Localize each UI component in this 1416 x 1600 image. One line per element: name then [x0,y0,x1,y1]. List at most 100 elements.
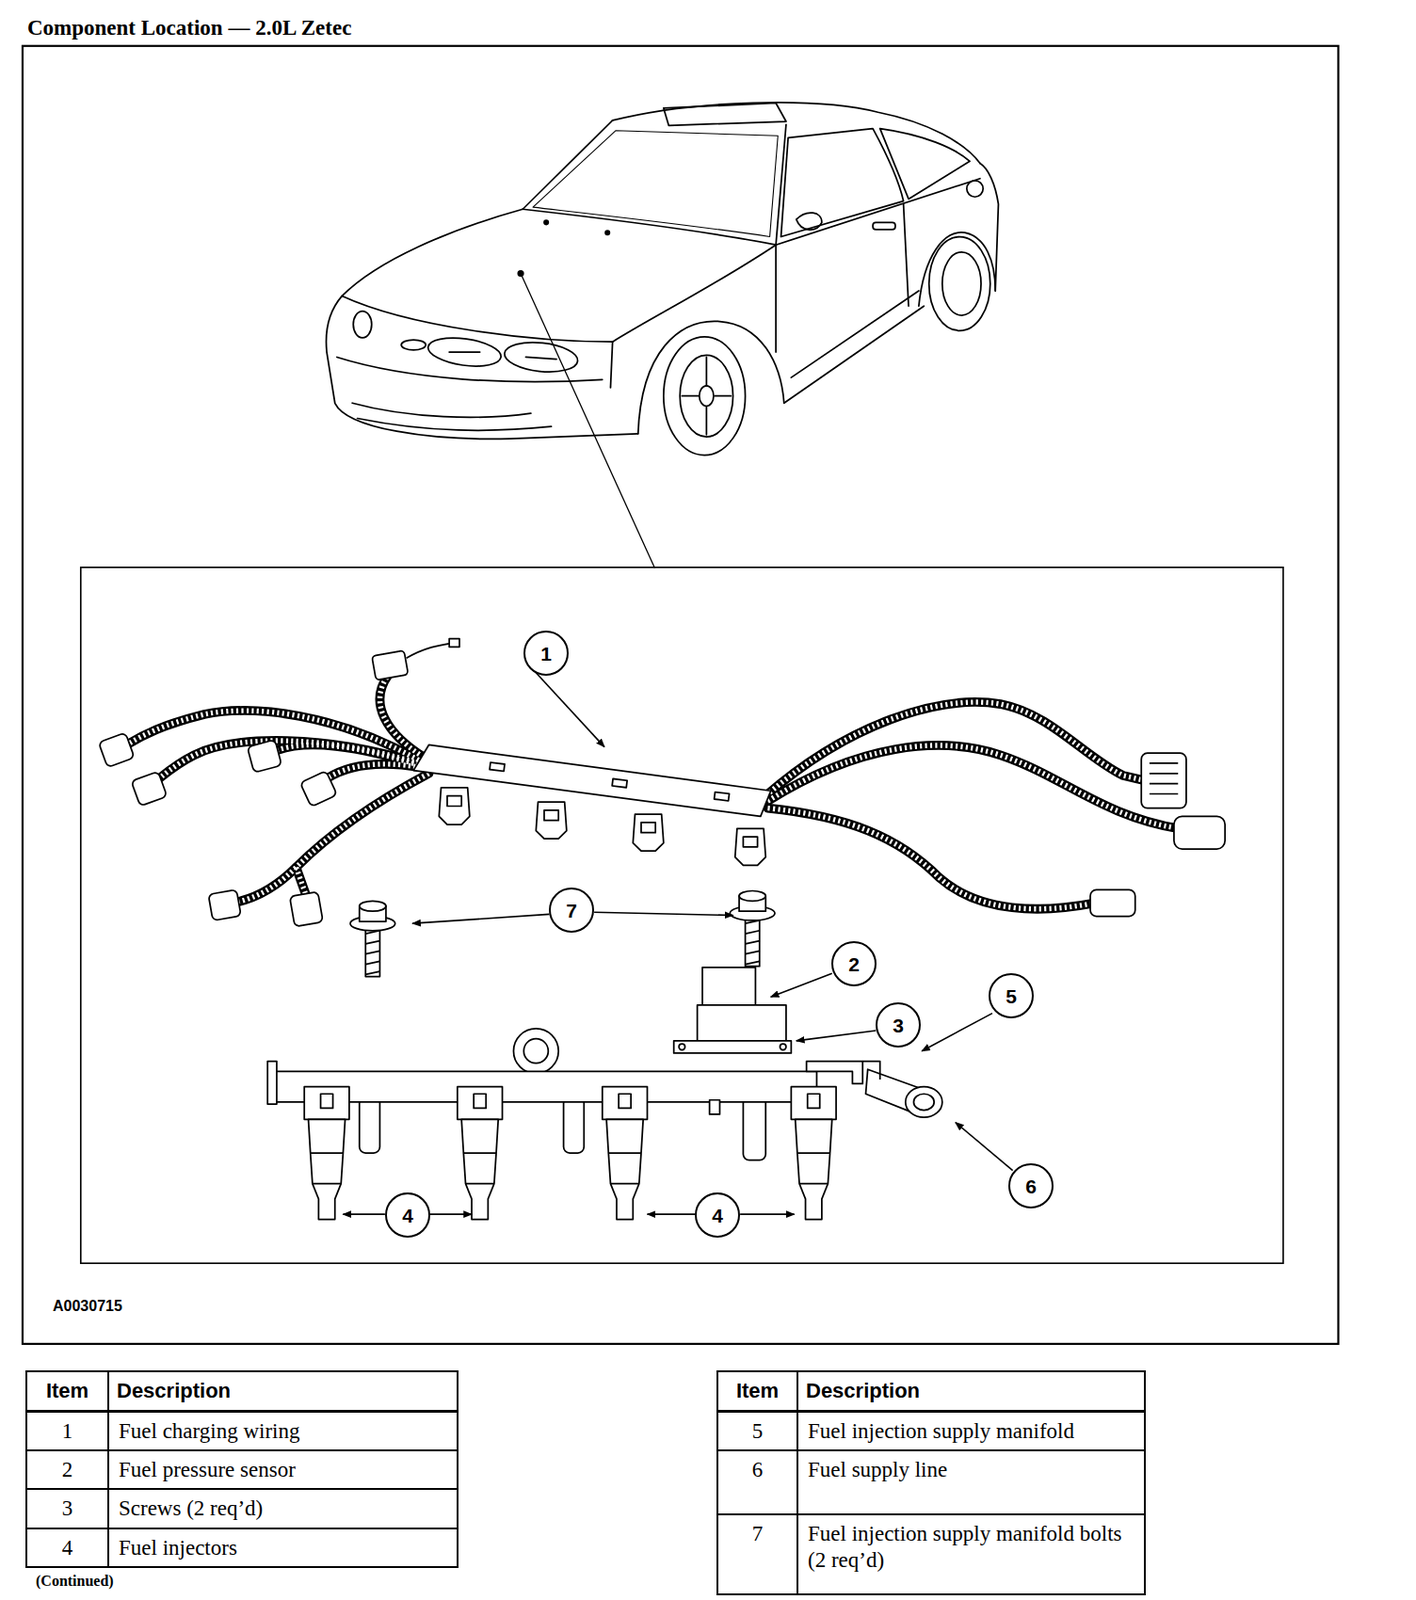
car-illustration [796,212,822,230]
continued-note: (Continued) [35,1572,114,1591]
fuel-rail-assembly [563,1096,585,1154]
manifold-bolts [745,920,760,966]
fuel-rail-assembly [275,1071,818,1103]
car-illustration [353,311,372,338]
fuel-rail-assembly [905,1087,943,1119]
wiring-harness [1174,816,1225,850]
callout-number: 7 [548,887,595,934]
manifold-bolts [365,923,380,977]
callout-number: 6 [1008,1163,1054,1209]
fuel-rail-assembly [862,1062,880,1081]
callout-number: 4 [694,1192,741,1239]
item-description: Screws (2 req’d) [107,1488,459,1530]
fuel-rail-assembly [779,1044,787,1051]
item-description: Fuel supply line [796,1449,1146,1516]
car-illustration [341,295,612,342]
car-illustration [781,128,904,238]
wiring-harness [767,808,1095,910]
fuel-rail-assembly [513,1029,559,1075]
car-illustration [544,220,548,225]
leader-arrows [771,973,833,998]
wiring-harness [1090,889,1136,917]
table-header: Item [25,1370,110,1413]
callout-number: 1 [523,630,569,676]
leader-arrows [594,912,733,916]
leader-arrows [430,1213,472,1216]
table-header: Item [716,1370,799,1413]
fuel-rail-assembly [321,1094,821,1109]
leader-arrows [921,1013,993,1052]
fuel-rail-assembly [310,1153,831,1185]
wiring-harness [247,740,283,773]
fuel-rail-assembly [674,1041,792,1054]
item-description: Fuel injection supply manifold [796,1411,1146,1452]
fuel-rail-assembly [742,1096,766,1160]
callout-number: 4 [385,1192,431,1239]
figure-code: A0030715 [52,1297,123,1316]
leader-arrows [412,914,549,924]
wiring-harness [98,639,1226,928]
car-illustration [502,338,580,375]
leader-arrows [342,669,1013,1215]
item-number: 2 [25,1449,110,1491]
fuel-rail-assembly [267,967,943,1221]
fuel-rail-assembly [702,967,756,1006]
item-description: Fuel injectors [107,1528,459,1569]
item-number: 5 [716,1411,799,1452]
wiring-harness [98,732,135,768]
fuel-rail-assembly [461,1119,499,1220]
wiring-harness [447,796,462,807]
manifold-bolts [365,931,380,976]
fuel-rail-assembly [267,1062,277,1106]
fuel-rail-assembly [606,1119,644,1220]
fuel-rail-assembly [913,1094,934,1111]
item-number: 1 [25,1411,110,1452]
callout-number: 5 [988,973,1034,1019]
fuel-rail-assembly [304,1087,837,1121]
item-description: Fuel pressure sensor [107,1449,459,1491]
item-description: Fuel charging wiring [107,1411,459,1452]
car-illustration [357,418,552,432]
wiring-harness [300,771,338,807]
fuel-rail-assembly [678,1044,686,1051]
item-number: 4 [25,1528,110,1569]
wiring-harness [641,822,656,834]
fuel-rail-assembly [709,1100,721,1115]
fuel-rail-assembly [308,1119,346,1220]
figure-title: Component Location — 2.0L Zetec [27,15,352,42]
leader-arrows [532,669,605,747]
car-illustration [337,356,603,382]
frames [22,46,1339,1345]
wiring-harness [127,675,1180,910]
frames [80,567,1284,1264]
item-number: 7 [716,1513,799,1596]
car-illustration [872,222,896,230]
car-illustration [942,252,982,316]
wiring-harness [544,810,559,821]
manifold-bolts [359,901,387,912]
wiring-harness [735,828,767,866]
car-illustration [681,356,731,435]
car-illustration [326,102,999,568]
item-description: Fuel injection supply manifold bolts (2 … [796,1513,1146,1596]
fuel-rail-assembly [795,1119,833,1220]
car-illustration [532,130,778,238]
wiring-harness [1141,753,1187,809]
car-illustration [790,290,919,378]
wiring-harness [130,772,167,807]
car-illustration [774,244,777,353]
item-number: 3 [25,1488,110,1530]
wiring-harness [535,802,567,839]
car-illustration [663,103,787,127]
wiring-harness [371,650,409,681]
car-illustration [326,209,639,439]
car-illustration [449,352,557,360]
fuel-rail-assembly [523,1039,548,1064]
leader-arrows [796,1030,877,1042]
leader-arrows [646,1213,695,1216]
wiring-harness [98,639,1226,928]
fuel-rail-assembly [359,1096,381,1154]
car-illustration [966,180,983,197]
